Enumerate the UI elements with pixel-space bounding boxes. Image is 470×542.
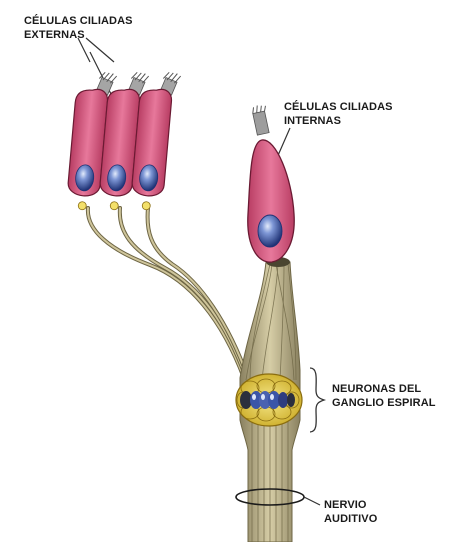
ganglion-bracket [310, 368, 324, 432]
label-auditory-nerve-line2: AUDITIVO [324, 512, 377, 526]
nerve-pointer-line [304, 497, 320, 505]
label-auditory-nerve: NERVIO AUDITIVO [324, 498, 377, 526]
label-inner-hair-cells: CÉLULAS CILIADAS INTERNAS [284, 100, 393, 128]
label-outer-hair-cells-line2: EXTERNAS [24, 28, 133, 42]
label-spiral-ganglion-line1: NEURONAS DEL [332, 382, 436, 396]
label-spiral-ganglion-line2: GANGLIO ESPIRAL [332, 396, 436, 410]
label-inner-hair-cells-line2: INTERNAS [284, 114, 393, 128]
label-spiral-ganglion: NEURONAS DEL GANGLIO ESPIRAL [332, 382, 436, 410]
label-auditory-nerve-line1: NERVIO [324, 498, 377, 512]
outer-cell-fibers [88, 208, 248, 378]
spiral-ganglion [236, 374, 302, 426]
label-inner-hair-cells-line1: CÉLULAS CILIADAS [284, 100, 393, 114]
label-outer-hair-cells: CÉLULAS CILIADAS EXTERNAS [24, 14, 133, 42]
label-outer-hair-cells-line1: CÉLULAS CILIADAS [24, 14, 133, 28]
